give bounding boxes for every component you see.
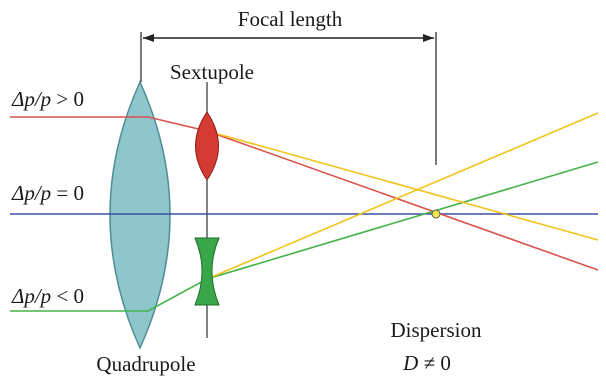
focal-length-label: Focal length: [238, 7, 343, 31]
row-label-negative-op: < 0: [51, 284, 84, 308]
negative-momentum-ray: [10, 161, 599, 312]
row-label-zero-var: Δp/p: [11, 181, 51, 205]
sextupole-label: Sextupole: [170, 60, 254, 84]
row-label-positive-op: > 0: [51, 87, 84, 111]
sextupole-focusing-lens-icon: [195, 111, 219, 181]
dispersion-label: Dispersion: [391, 318, 482, 342]
row-label-negative-var: Δp/p: [11, 284, 51, 308]
sextupole-defocusing-lens-icon: [194, 237, 220, 306]
quadrupole-lens-icon: [109, 80, 171, 350]
row-label-positive: Δp/p > 0: [11, 87, 84, 111]
row-label-zero: Δp/p = 0: [11, 181, 84, 205]
dispersion-value-label: D ≠ 0: [402, 351, 451, 375]
corrected-upper-ray: [206, 130, 599, 241]
focal-point-icon: [431, 209, 441, 219]
dispersion-value-var: D: [402, 351, 418, 375]
row-label-positive-var: Δp/p: [11, 87, 51, 111]
positive-momentum-ray: [10, 116, 599, 271]
quadrupole-label: Quadrupole: [96, 352, 195, 376]
dispersion-value-op: ≠ 0: [418, 351, 451, 375]
corrected-lower-ray: [206, 112, 599, 280]
row-label-negative: Δp/p < 0: [11, 284, 84, 308]
row-label-zero-op: = 0: [51, 181, 84, 205]
